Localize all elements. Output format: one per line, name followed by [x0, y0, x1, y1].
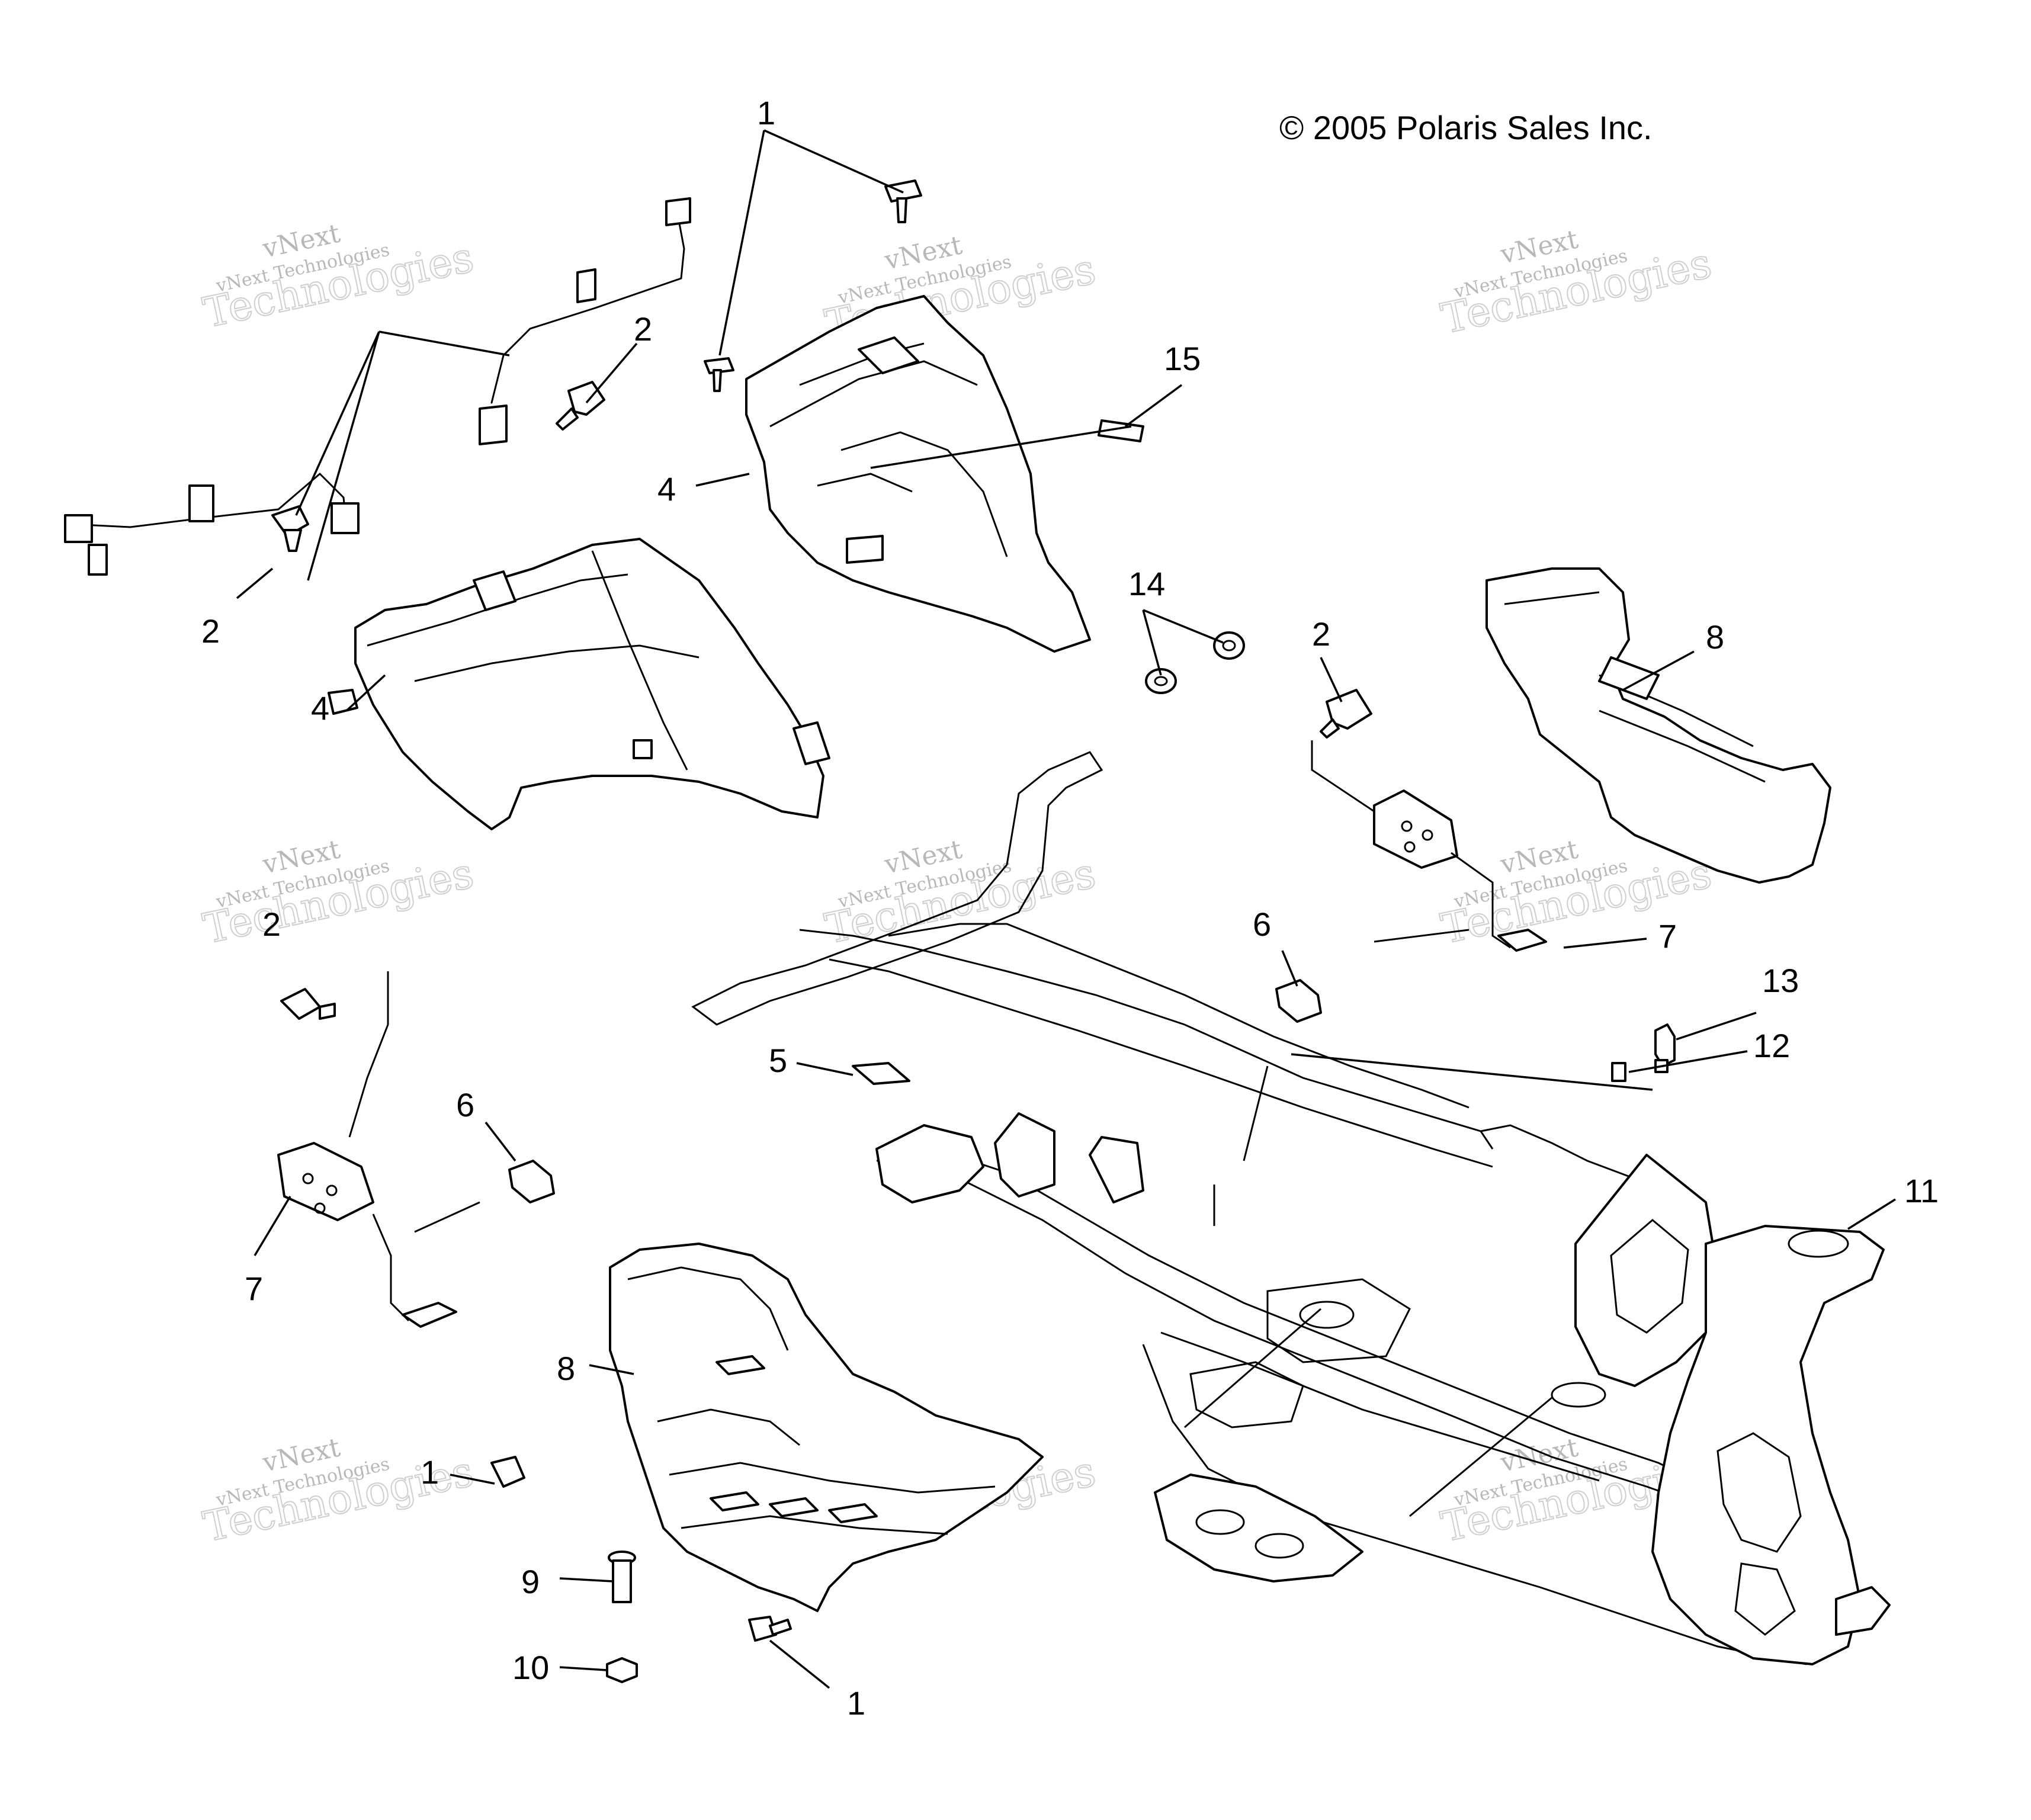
bushing-left: [508, 1160, 555, 1203]
fastener-clip-8: [490, 1456, 525, 1488]
footwell-left: [609, 1243, 1044, 1612]
grommet-upper: [1213, 631, 1245, 660]
callout-9: 9: [521, 1563, 540, 1600]
callout-6-left: 6: [456, 1086, 474, 1124]
watermark-3: vNext vNext Technologies Technologies: [1436, 224, 1716, 344]
copyright-text: © 2005 Polaris Sales Inc.: [1279, 109, 1653, 146]
callout-labels: 1 2 2 2 2 4 4 15 14 8 6 6 7 7 13 12 5 11…: [201, 94, 1939, 1722]
nut-10: [606, 1657, 638, 1683]
footrest-bracket-left: [277, 971, 480, 1328]
watermark-5: vNext vNext Technologies Technologies: [820, 834, 1100, 954]
footwell-right: [1485, 567, 1831, 884]
bolt-9: [608, 1551, 636, 1603]
fastener-clip-7: [280, 988, 336, 1020]
callout-1-bottom: 1: [847, 1684, 865, 1722]
watermark-1: vNext vNext Technologies Technologies: [198, 218, 478, 338]
callout-12: 12: [1753, 1027, 1790, 1064]
callout-10: 10: [512, 1649, 549, 1686]
fastener-clip-1: [884, 179, 922, 223]
callout-8-right: 8: [1706, 618, 1724, 656]
main-frame: [691, 751, 1891, 1665]
bushing-right: [1275, 979, 1322, 1023]
callout-15: 15: [1164, 340, 1201, 377]
callout-8-left: 8: [557, 1350, 575, 1387]
rear-rack-bracket-upper: [479, 197, 691, 445]
fastener-clip-4: [271, 505, 309, 552]
fastener-clip-5: [328, 689, 358, 715]
callout-13: 13: [1762, 962, 1799, 999]
fastener-clip-3: [556, 381, 605, 431]
rear-fender-upper: [745, 295, 1091, 653]
callout-11: 11: [1904, 1172, 1939, 1209]
callout-7-left: 7: [245, 1270, 263, 1307]
callout-2-left: 2: [201, 612, 220, 650]
callout-4-upper: 4: [657, 470, 676, 508]
callout-4-lower: 4: [311, 689, 329, 727]
callout-7-right: 7: [1658, 917, 1677, 955]
callout-1-top: 1: [757, 94, 775, 131]
cap-12: [1611, 1062, 1626, 1082]
fastener-clip-6: [1320, 689, 1372, 739]
callout-2-mid-left: 2: [262, 906, 281, 943]
rear-fender-lower: [354, 538, 830, 830]
fastener-clip-2: [704, 357, 734, 392]
footrest-bracket-right: [1311, 740, 1547, 952]
grommet-lower: [1145, 668, 1177, 694]
callout-6-right: 6: [1253, 906, 1271, 943]
callout-2-top: 2: [634, 310, 652, 348]
fastener-clip-9: [748, 1616, 792, 1642]
rear-rack-bracket-lower: [64, 472, 360, 576]
callout-2-right: 2: [1312, 615, 1330, 653]
leader-lines: [236, 129, 1896, 1689]
decal-5: [852, 1062, 910, 1085]
watermark-4: vNext vNext Technologies Technologies: [198, 834, 478, 954]
callout-1-left: 1: [421, 1453, 439, 1491]
callout-14: 14: [1128, 565, 1165, 602]
callout-5: 5: [769, 1042, 787, 1079]
